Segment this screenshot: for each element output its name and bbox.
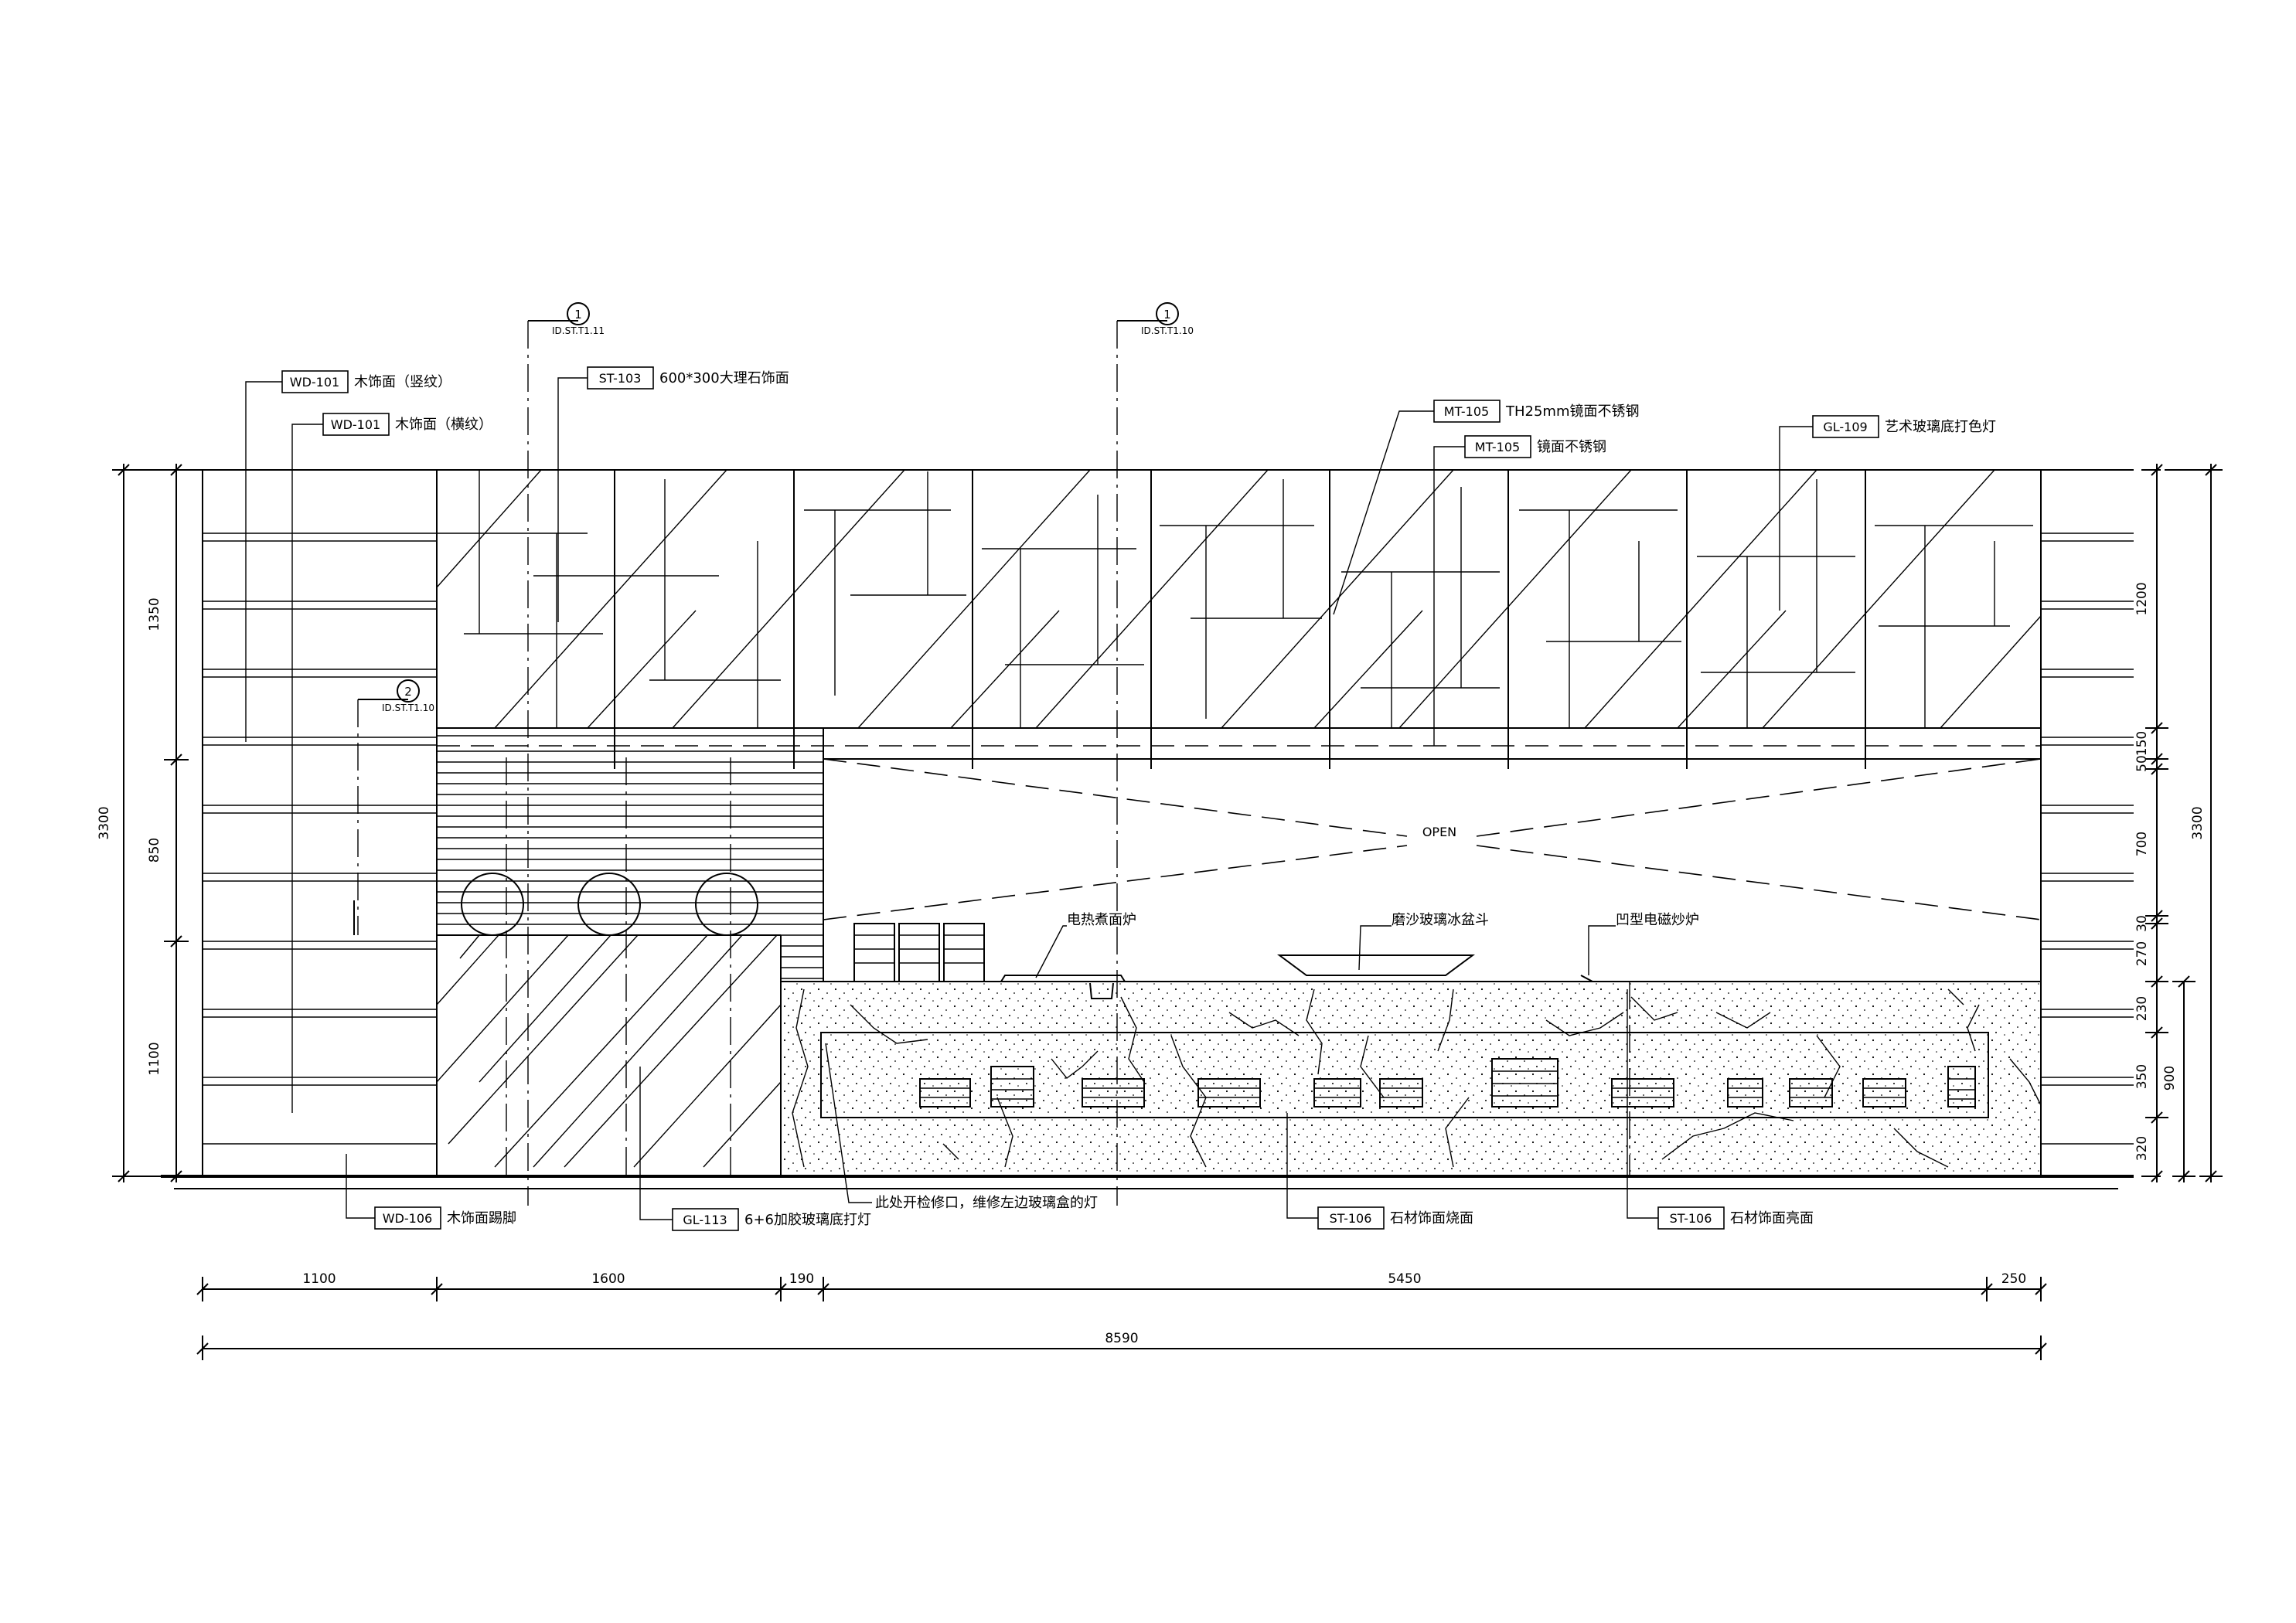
right-dimension-chain: 1200 150 50 700 30 270 230 350 320 900 3… [2134, 464, 2223, 1182]
dim-label: 230 [2134, 996, 2150, 1021]
dim-label: 350 [2134, 1064, 2150, 1089]
section-marker-ref: ID.ST.T1.10 [382, 703, 434, 713]
dim-label: 50 [2134, 755, 2150, 772]
callout-text: 石材饰面烧面 [1390, 1210, 1473, 1227]
stock-pot-1 [853, 923, 895, 982]
callout-code: WD-106 [383, 1211, 432, 1226]
callout-gl109: GL-109 艺术玻璃底打色灯 [1779, 415, 1996, 611]
dim-sub-label: 900 [2162, 1066, 2178, 1091]
section-marker-number: 1 [1163, 308, 1171, 322]
callout-code: ST-103 [599, 371, 642, 386]
callout-text: 石材饰面亮面 [1730, 1210, 1814, 1227]
dim-label: 1100 [147, 1042, 162, 1075]
dim-label: 270 [2134, 941, 2150, 966]
dim-total-label: 3300 [2190, 806, 2206, 839]
callout-st103: ST-103 600*300大理石饰面 [557, 366, 789, 622]
section-marker-1: 1 ID.ST.T1.11 [552, 302, 605, 336]
callout-code: ST-106 [1330, 1211, 1372, 1226]
dim-overall-label: 8590 [1105, 1331, 1138, 1346]
callout-text: 600*300大理石饰面 [659, 370, 789, 386]
callout-st106-b: ST-106 石材饰面亮面 [1627, 989, 1814, 1230]
callout-wd101-horizontal: WD-101 木饰面（横纹） [291, 413, 492, 1113]
section-cut-lines [357, 320, 1167, 1206]
callout-code: WD-101 [331, 417, 380, 432]
dim-label: 700 [2134, 832, 2150, 856]
dim-total-label: 3300 [97, 806, 112, 839]
wok [1580, 975, 1593, 982]
section-marker-2: 1 ID.ST.T1.10 [1141, 302, 1194, 336]
overall-dimension: 8590 [196, 1331, 2047, 1360]
callout-text: 木饰面（横纹） [395, 417, 492, 433]
note-access-panel: 此处开检修口，维修左边玻璃盒的灯 [825, 1043, 1098, 1211]
callout-code: MT-105 [1444, 404, 1489, 419]
dim-label: 1350 [147, 597, 162, 631]
left-dimension-chain: 1350 850 1100 3300 [97, 464, 189, 1182]
open-label: OPEN [1422, 825, 1456, 839]
dim-label: 320 [2134, 1136, 2150, 1161]
stone-counter-front [780, 981, 2042, 1177]
note-text: 电热煮面炉 [1067, 912, 1136, 928]
section-marker-number: 2 [404, 685, 412, 699]
callout-text: 6+6加胶玻璃底打灯 [744, 1212, 871, 1228]
note-text: 此处开检修口，维修左边玻璃盒的灯 [875, 1195, 1098, 1211]
note-text: 磨沙玻璃冰盆斗 [1392, 912, 1489, 928]
stone-veins [792, 988, 2042, 1168]
callout-code: GL-113 [683, 1213, 727, 1227]
section-marker-number: 1 [574, 308, 582, 322]
marble-panel [437, 728, 824, 1176]
callout-wd101-vertical: WD-101 木饰面（竖纹） [245, 370, 451, 742]
callout-code: ST-106 [1670, 1211, 1712, 1226]
callout-text: 木饰面踢脚 [447, 1210, 516, 1227]
dim-label: 1200 [2134, 582, 2150, 615]
dim-label: 150 [2134, 731, 2150, 756]
section-marker-ref: ID.ST.T1.10 [1141, 325, 1194, 336]
bottom-dimension-chain: 1100 1600 190 5450 250 [196, 1271, 2047, 1301]
dim-label: 190 [789, 1271, 814, 1287]
wood-panel-column [203, 532, 437, 1145]
section-marker-ref: ID.ST.T1.11 [552, 325, 605, 336]
callout-st106-a: ST-106 石材饰面烧面 [1286, 1113, 1473, 1230]
glass-box [436, 934, 782, 1168]
callout-text: 艺术玻璃底打色灯 [1885, 419, 1996, 435]
note-noodle-cooker: 电热煮面炉 [1035, 912, 1136, 978]
note-wok: 凹型电磁炒炉 [1588, 912, 1699, 975]
callout-mt105-b: MT-105 镜面不锈钢 [1433, 435, 1606, 746]
callout-code: WD-101 [290, 375, 339, 390]
noodle-cooker [1000, 975, 1126, 982]
dim-label: 5450 [1388, 1271, 1421, 1287]
callout-text: 木饰面（竖纹） [354, 374, 451, 390]
callout-text: 镜面不锈钢 [1537, 439, 1606, 455]
stock-pot-3 [943, 923, 985, 982]
callout-text: TH25mm镜面不锈钢 [1505, 403, 1640, 420]
dim-label: 30 [2134, 915, 2150, 932]
dim-label: 1100 [302, 1271, 336, 1287]
upper-glass-band [436, 469, 2042, 769]
note-text: 凹型电磁炒炉 [1616, 912, 1699, 928]
callout-gl113: GL-113 6+6加胶玻璃底打灯 [639, 1067, 871, 1231]
open-pass-through: OPEN [823, 758, 2042, 982]
callout-code: GL-109 [1823, 420, 1867, 434]
callout-code: MT-105 [1475, 440, 1520, 454]
callout-wd106: WD-106 木饰面踢脚 [346, 1154, 516, 1230]
dim-label: 850 [147, 838, 162, 863]
note-ice-bowl: 磨沙玻璃冰盆斗 [1358, 912, 1489, 971]
ice-bowl [1276, 954, 1476, 976]
dim-label: 1600 [591, 1271, 625, 1287]
stock-pot-2 [898, 923, 940, 982]
dim-label: 250 [2001, 1271, 2026, 1287]
section-marker-3: 2 ID.ST.T1.10 [382, 679, 434, 713]
right-wood-strip [2041, 532, 2134, 1145]
callout-mt105-a: MT-105 TH25mm镜面不锈钢 [1333, 400, 1640, 615]
